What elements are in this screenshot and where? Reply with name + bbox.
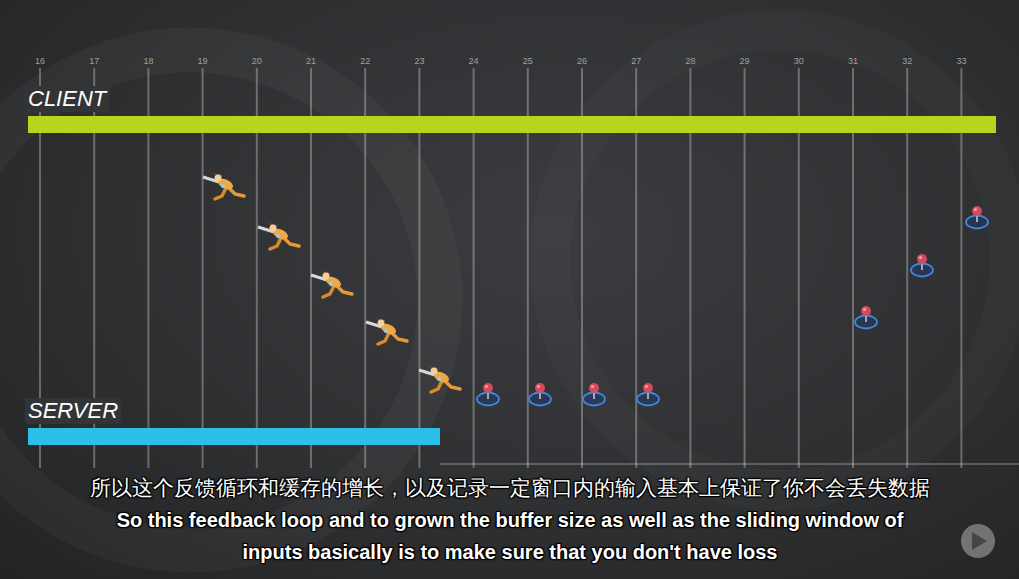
time-tick: 33	[946, 56, 976, 67]
track-label: CLIENT	[25, 86, 109, 112]
tracer-figure	[203, 173, 244, 199]
time-tick: 22	[350, 56, 380, 67]
tracer-figure	[258, 223, 299, 249]
subtitle: So this feedback loop and to grown the b…	[90, 504, 930, 568]
time-tick: 18	[133, 56, 163, 67]
time-tick: 29	[730, 56, 760, 67]
time-tick: 20	[242, 56, 272, 67]
timeline-bar-fill	[28, 428, 440, 445]
input-icon	[583, 383, 605, 406]
time-tick: 23	[404, 56, 434, 67]
timeline-bar: SERVER	[28, 398, 440, 445]
input-icon	[966, 206, 988, 229]
time-tick: 27	[621, 56, 651, 67]
time-tick: 26	[567, 56, 597, 67]
tracer-figure	[311, 271, 352, 297]
logo-play	[972, 532, 987, 550]
timeline-bar: CLIENT	[28, 86, 996, 133]
baseline	[440, 463, 1019, 465]
tracer-figure	[366, 318, 407, 344]
time-tick: 24	[459, 56, 489, 67]
time-tick: 30	[784, 56, 814, 67]
time-tick: 32	[892, 56, 922, 67]
tracer-figure	[419, 366, 460, 392]
time-tick: 21	[296, 56, 326, 67]
input-icon	[855, 306, 877, 329]
time-tick: 31	[838, 56, 868, 67]
input-icon	[477, 383, 499, 406]
subtitle: 所以这个反馈循环和缓存的增长，以及记录一定窗口内的输入基本上保证了你不会丢失数据	[0, 474, 1019, 502]
time-tick: 19	[188, 56, 218, 67]
time-tick: 17	[79, 56, 109, 67]
input-icon	[529, 383, 551, 406]
time-tick: 25	[513, 56, 543, 67]
track-label: SERVER	[25, 398, 121, 424]
logo-watermark	[550, 30, 1010, 490]
time-tick: 28	[675, 56, 705, 67]
timeline-bar-fill	[28, 116, 996, 133]
logo-circle	[961, 524, 995, 558]
input-icon	[911, 254, 933, 277]
input-icon	[637, 383, 659, 406]
video-logo	[961, 524, 995, 558]
time-tick: 16	[25, 56, 55, 67]
